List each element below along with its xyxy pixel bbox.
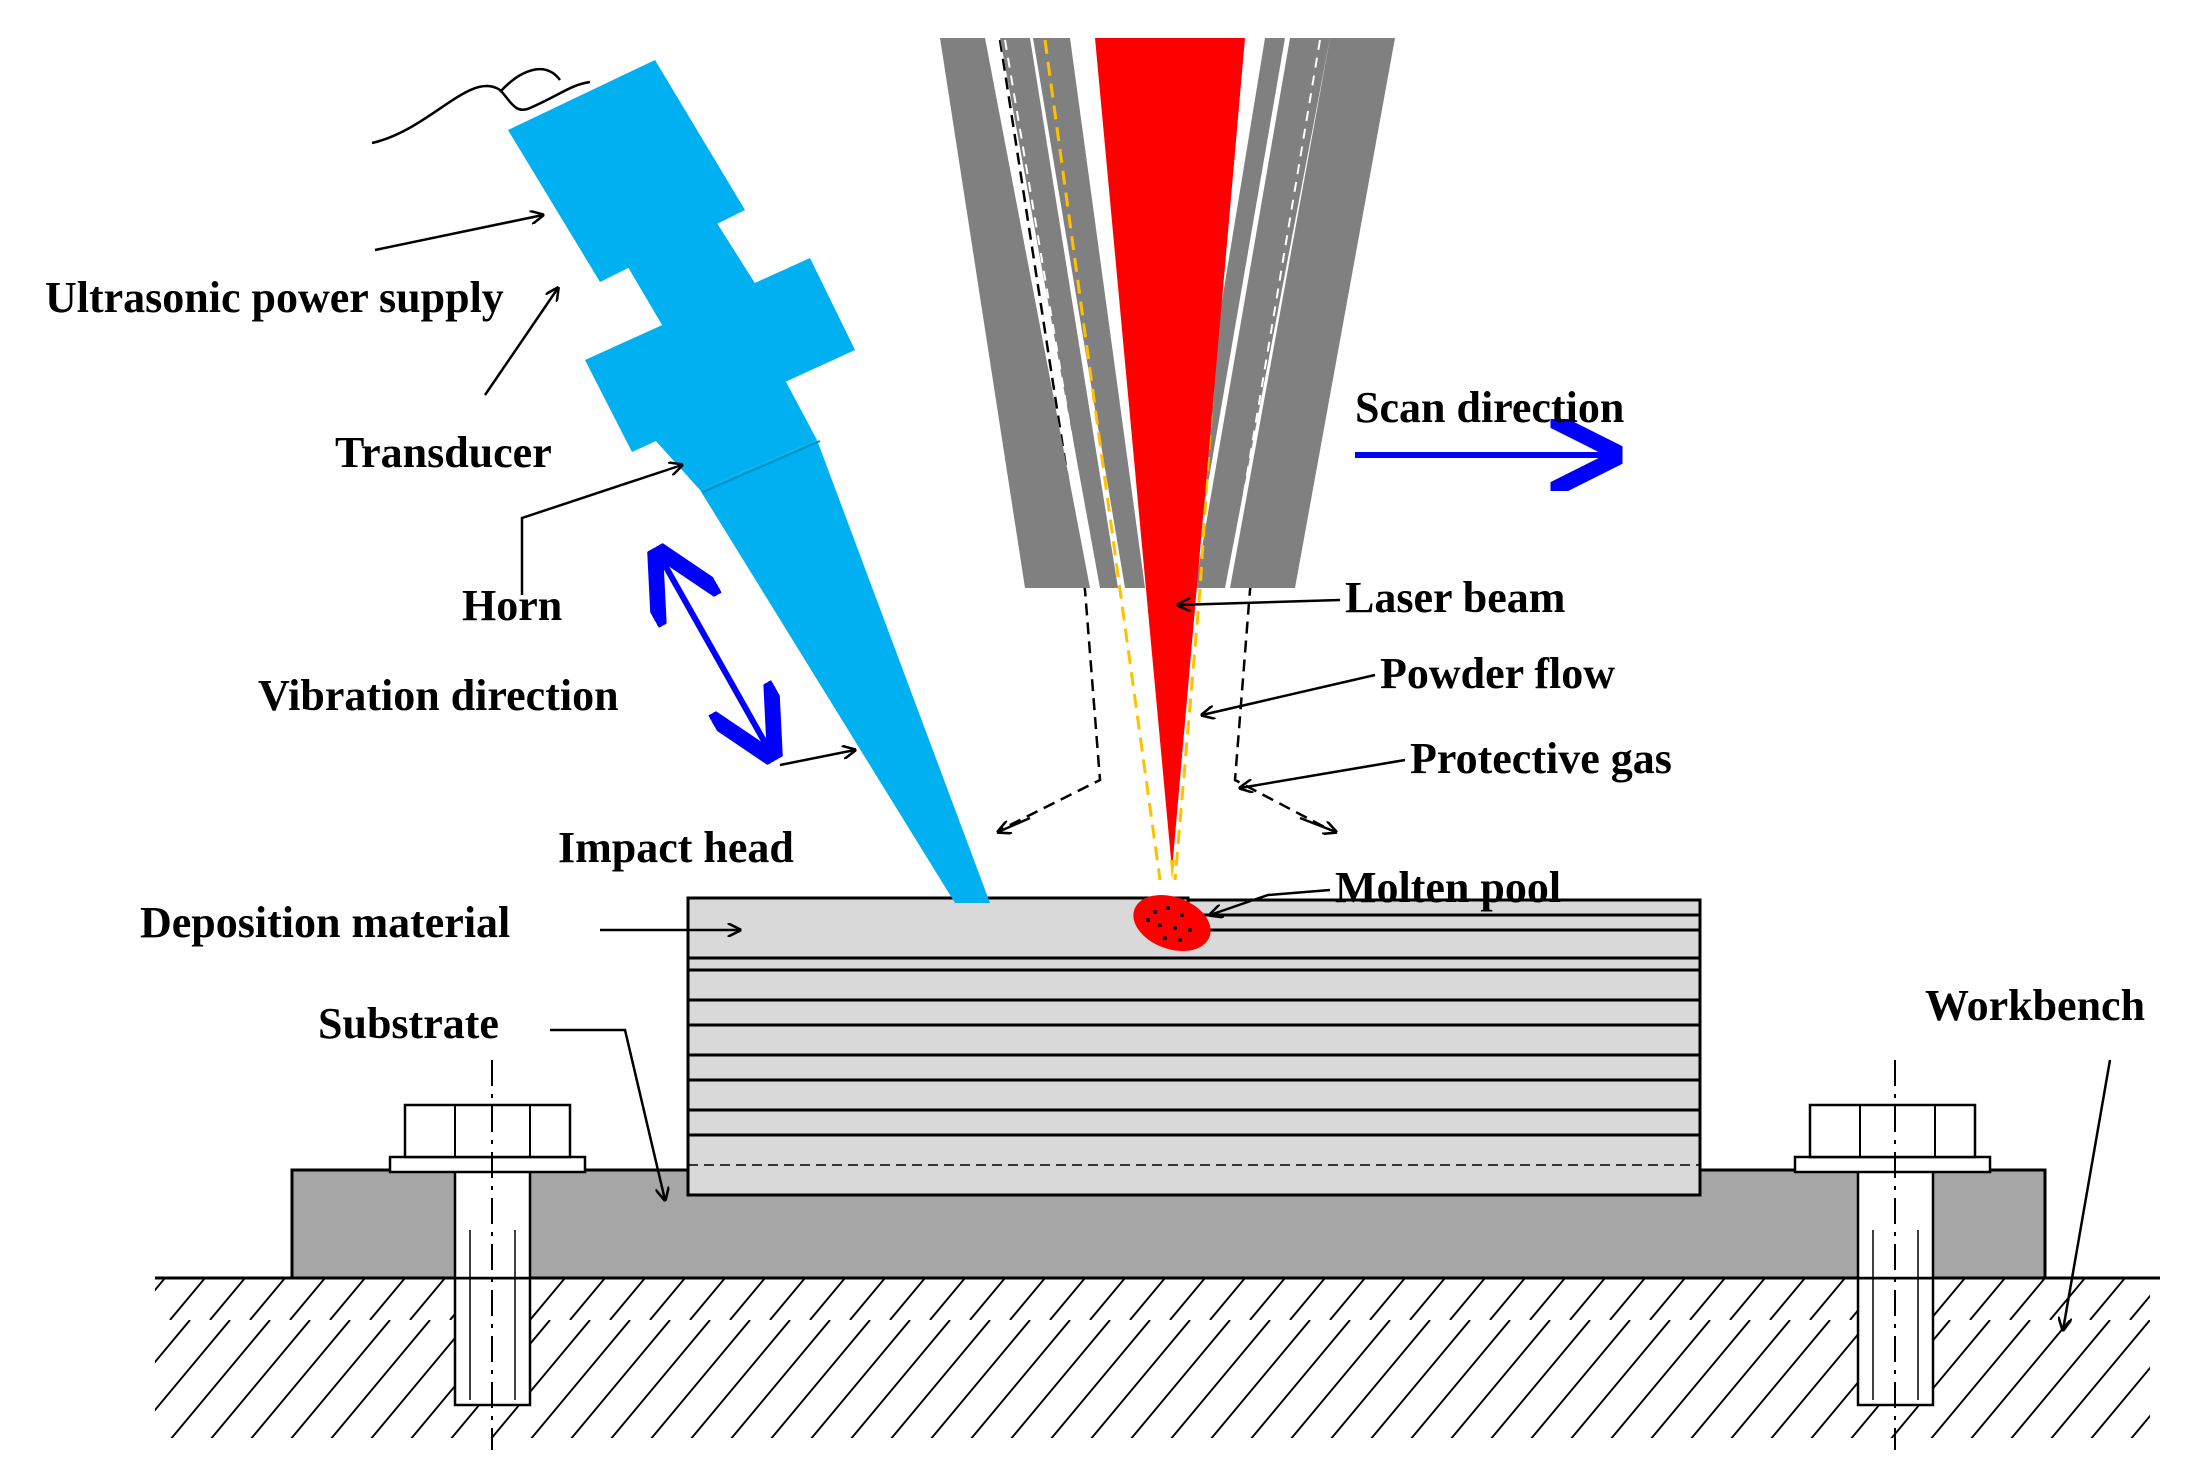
leader-transducer (483, 288, 558, 396)
hex-bolt-icon (1793, 1103, 1992, 1174)
label-deposition-material: Deposition material (140, 898, 510, 947)
label-substrate: Substrate (318, 999, 499, 1048)
ultrasonic-impact-tool (508, 60, 990, 903)
molten-pool (1133, 894, 1211, 952)
laser-beam (1095, 38, 1245, 870)
label-impact-head: Impact head (558, 823, 794, 872)
label-laser-beam: Laser beam (1345, 573, 1565, 622)
leader-powder-flow (1202, 673, 1376, 715)
leader-laser-beam (1178, 600, 1341, 605)
label-protective-gas: Protective gas (1410, 734, 1672, 783)
label-horn: Horn (462, 581, 562, 630)
vibration-direction-arrow (662, 560, 768, 748)
hex-bolt-icon (388, 1103, 587, 1174)
nozzle (940, 38, 1395, 588)
label-scan-direction: Scan direction (1355, 383, 1624, 432)
power-wires (371, 68, 591, 145)
substrate (290, 1168, 2047, 1280)
leader-substrate (550, 1028, 665, 1200)
leader-workbench (2063, 1059, 2112, 1330)
label-vibration-direction: Vibration direction (258, 671, 619, 720)
leader-molten-pool (1210, 888, 1331, 915)
leader-protective-gas (1240, 758, 1406, 788)
label-workbench: Workbench (1925, 981, 2145, 1030)
label-molten-pool: Molten pool (1335, 863, 1561, 912)
label-transducer: Transducer (335, 428, 552, 477)
horn-upper (655, 380, 817, 490)
protective-gas-flow (998, 39, 1342, 832)
leader-impact-head (779, 750, 855, 767)
label-ultrasonic-power-supply: Ultrasonic power supply (45, 273, 504, 322)
leader-power-supply (374, 215, 543, 252)
label-powder-flow: Powder flow (1380, 649, 1615, 698)
horn-flange (585, 258, 855, 452)
ultrasonic-power-supply-block (508, 60, 745, 282)
leader-horn (520, 465, 682, 595)
